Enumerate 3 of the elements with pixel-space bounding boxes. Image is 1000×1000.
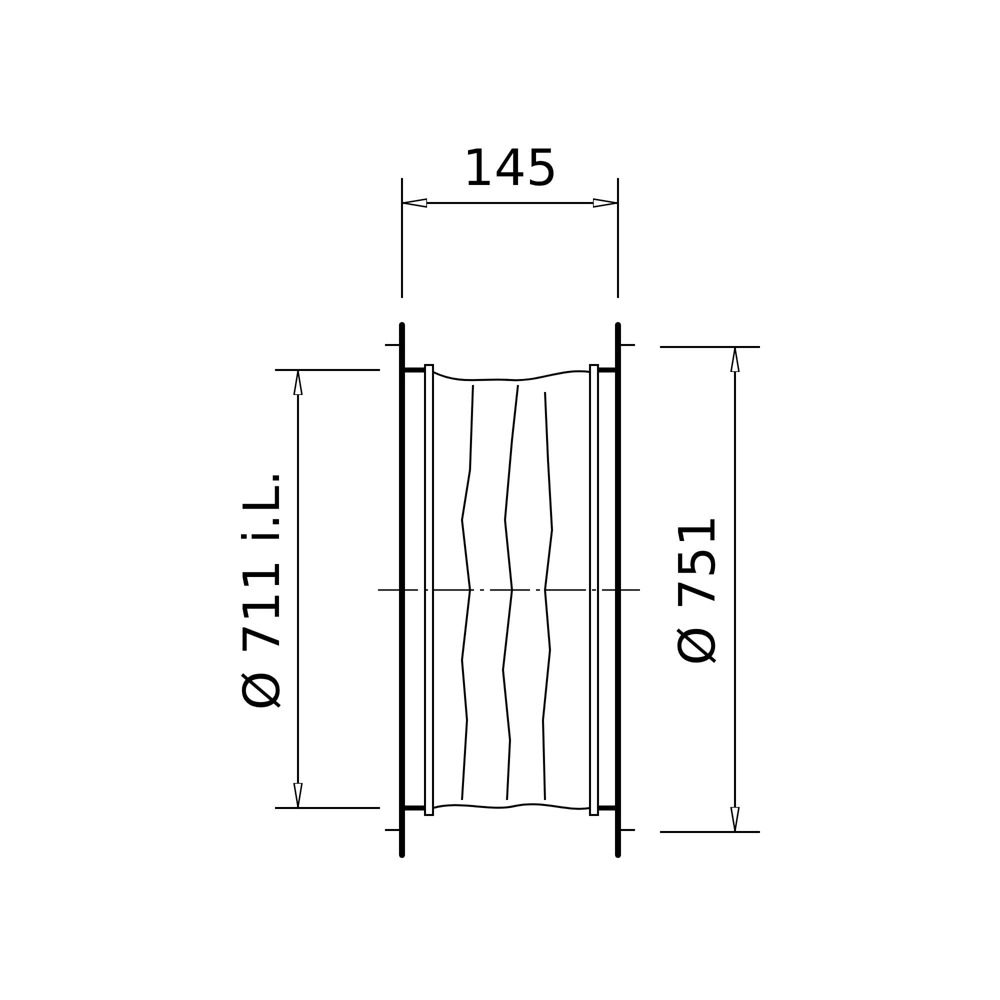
dimension-text: Ø 711 i.L. xyxy=(237,470,288,710)
dimension-text: 145 xyxy=(462,143,558,193)
dimension-text: Ø 751 xyxy=(672,514,722,666)
